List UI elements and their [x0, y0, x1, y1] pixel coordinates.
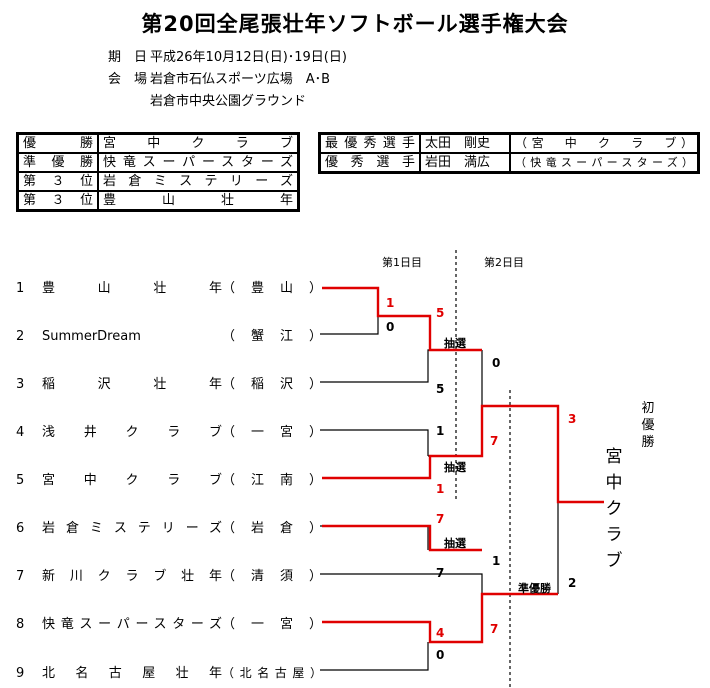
- entry-number: 5: [16, 473, 25, 488]
- result-label: 第３位: [18, 191, 98, 210]
- entry-number: 7: [16, 569, 25, 584]
- champion-label: 初優勝: [641, 401, 655, 450]
- date-value: 平成26年10月12日(日)･19日(日): [150, 50, 347, 65]
- score: 0: [492, 356, 501, 370]
- score: 3: [568, 412, 577, 426]
- entry-number: 3: [16, 377, 25, 392]
- entry-team: 稲沢壮年: [42, 377, 222, 392]
- winner-path: [322, 404, 604, 504]
- entry-team: 岩倉ミステリーズ: [42, 521, 222, 536]
- page-title: 第20回全尾張壮年ソフトボール選手権大会: [141, 12, 569, 36]
- score: 1: [492, 554, 501, 568]
- result-team: 快竜スーパースターズ: [98, 153, 298, 172]
- bracket-line: [320, 316, 379, 335]
- entry-team: SummerDream: [42, 329, 141, 344]
- venue-value-1: 岩倉市石仏スポーツ広場 A･B: [150, 72, 331, 87]
- entry-team: 新川クラブ壮年: [42, 569, 222, 584]
- bracket-line: [320, 349, 430, 383]
- bracket-line: [320, 429, 429, 456]
- bracket-entry: 4 浅井クラブ（一宮）: [16, 424, 322, 442]
- score: 1: [436, 424, 445, 438]
- lottery-tag: 抽選: [444, 537, 466, 550]
- award-team: （宮 中 ク ラ ブ）: [510, 134, 698, 153]
- result-row: 優 勝宮 中 ク ラ ブ: [18, 134, 298, 153]
- result-team: 岩倉ミステリーズ: [98, 172, 298, 191]
- bracket-entry: 1 豊山壮年（豊山）: [16, 280, 322, 298]
- score: 0: [386, 320, 395, 334]
- bracket-entry: 8 快竜スーパースターズ（一宮）: [16, 616, 322, 634]
- lottery-tag: 抽選: [444, 337, 466, 350]
- award-label: 最優秀選手: [320, 134, 420, 153]
- score: 2: [568, 576, 577, 590]
- lottery-tag: 抽選: [444, 461, 466, 474]
- result-label: 優 勝: [18, 134, 98, 153]
- award-label: 優秀選手: [320, 153, 420, 172]
- entry-team: 浅井クラブ: [42, 425, 222, 440]
- score: 1: [386, 296, 395, 310]
- score: 0: [436, 648, 445, 662]
- bracket-entry: 2 SummerDream （蟹江）: [16, 328, 322, 346]
- score: 7: [490, 434, 499, 448]
- entry-number: 4: [16, 425, 25, 440]
- runner-up-tag: 準優勝: [518, 582, 551, 595]
- entry-number: 8: [16, 617, 25, 632]
- venue-label: 会 場: [108, 72, 148, 87]
- winner-path: [322, 592, 558, 644]
- day2-label: 第2日目: [484, 256, 524, 269]
- bracket-line: [320, 573, 483, 594]
- bracket-entry: 3 稲沢壮年（稲沢）: [16, 376, 322, 394]
- score: 4: [436, 626, 445, 640]
- entry-pref: （稲沢）: [222, 377, 322, 392]
- award-name: 太田 剛史: [420, 134, 510, 153]
- winner-path: [322, 524, 482, 552]
- entry-team: 豊山壮年: [42, 281, 222, 296]
- entry-pref: （北名古屋）: [222, 666, 322, 680]
- result-team: 豊 山 壮 年: [98, 191, 298, 210]
- result-row: 準優勝快竜スーパースターズ: [18, 153, 298, 172]
- result-team: 宮 中 ク ラ ブ: [98, 134, 298, 153]
- entry-pref: （清須）: [222, 569, 322, 584]
- entry-pref: （一宮）: [222, 617, 322, 632]
- venue-value-2: 岩倉市中央公園グラウンド: [150, 94, 307, 109]
- bracket-entry: 6 岩倉ミステリーズ（岩倉）: [16, 520, 322, 538]
- day1-label: 第1日目: [382, 256, 422, 269]
- score: 5: [436, 306, 445, 320]
- entry-pref: （豊山）: [222, 281, 322, 296]
- result-row: 第３位豊 山 壮 年: [18, 191, 298, 210]
- score: 7: [436, 512, 445, 526]
- award-row: 優秀選手岩田 満広（快竜スーパースターズ）: [320, 153, 698, 172]
- entry-team: 宮中クラブ: [42, 473, 222, 488]
- entry-number: 6: [16, 521, 25, 536]
- entry-number: 9: [16, 666, 25, 681]
- champion-team: 宮中クラブ: [605, 447, 623, 571]
- score: 1: [436, 482, 445, 496]
- result-label: 第３位: [18, 172, 98, 191]
- results-table: 優 勝宮 中 ク ラ ブ 準優勝快竜スーパースターズ 第３位岩倉ミステリーズ 第…: [16, 132, 300, 212]
- bracket-line: [320, 642, 429, 671]
- entry-number: 1: [16, 281, 25, 296]
- award-team: （快竜スーパースターズ）: [510, 153, 698, 172]
- entry-pref: （岩倉）: [222, 521, 322, 536]
- entry-pref: （蟹江）: [222, 329, 322, 344]
- bracket-entry: 5 宮中クラブ（江南）: [16, 472, 322, 490]
- entry-pref: （一宮）: [222, 425, 322, 440]
- score: 5: [436, 382, 445, 396]
- entry-number: 2: [16, 329, 25, 344]
- entry-pref: （江南）: [222, 473, 322, 488]
- entry-team: 快竜スーパースターズ: [42, 617, 222, 632]
- awards-table: 最優秀選手太田 剛史（宮 中 ク ラ ブ） 優秀選手岩田 満広（快竜スーパースタ…: [318, 132, 700, 174]
- bracket-entry: 9 北名古屋壮年（北名古屋）: [16, 664, 322, 682]
- award-row: 最優秀選手太田 剛史（宮 中 ク ラ ブ）: [320, 134, 698, 153]
- score: 7: [490, 622, 499, 636]
- result-label: 準優勝: [18, 153, 98, 172]
- score: 7: [436, 566, 445, 580]
- winner-path: [322, 286, 482, 352]
- date-label: 期 日: [108, 50, 148, 65]
- bracket-line: [320, 525, 429, 550]
- bracket-entry: 7 新川クラブ壮年（清須）: [16, 568, 322, 586]
- result-row: 第３位岩倉ミステリーズ: [18, 172, 298, 191]
- award-name: 岩田 満広: [420, 153, 510, 172]
- entry-team: 北名古屋壮年: [42, 666, 222, 681]
